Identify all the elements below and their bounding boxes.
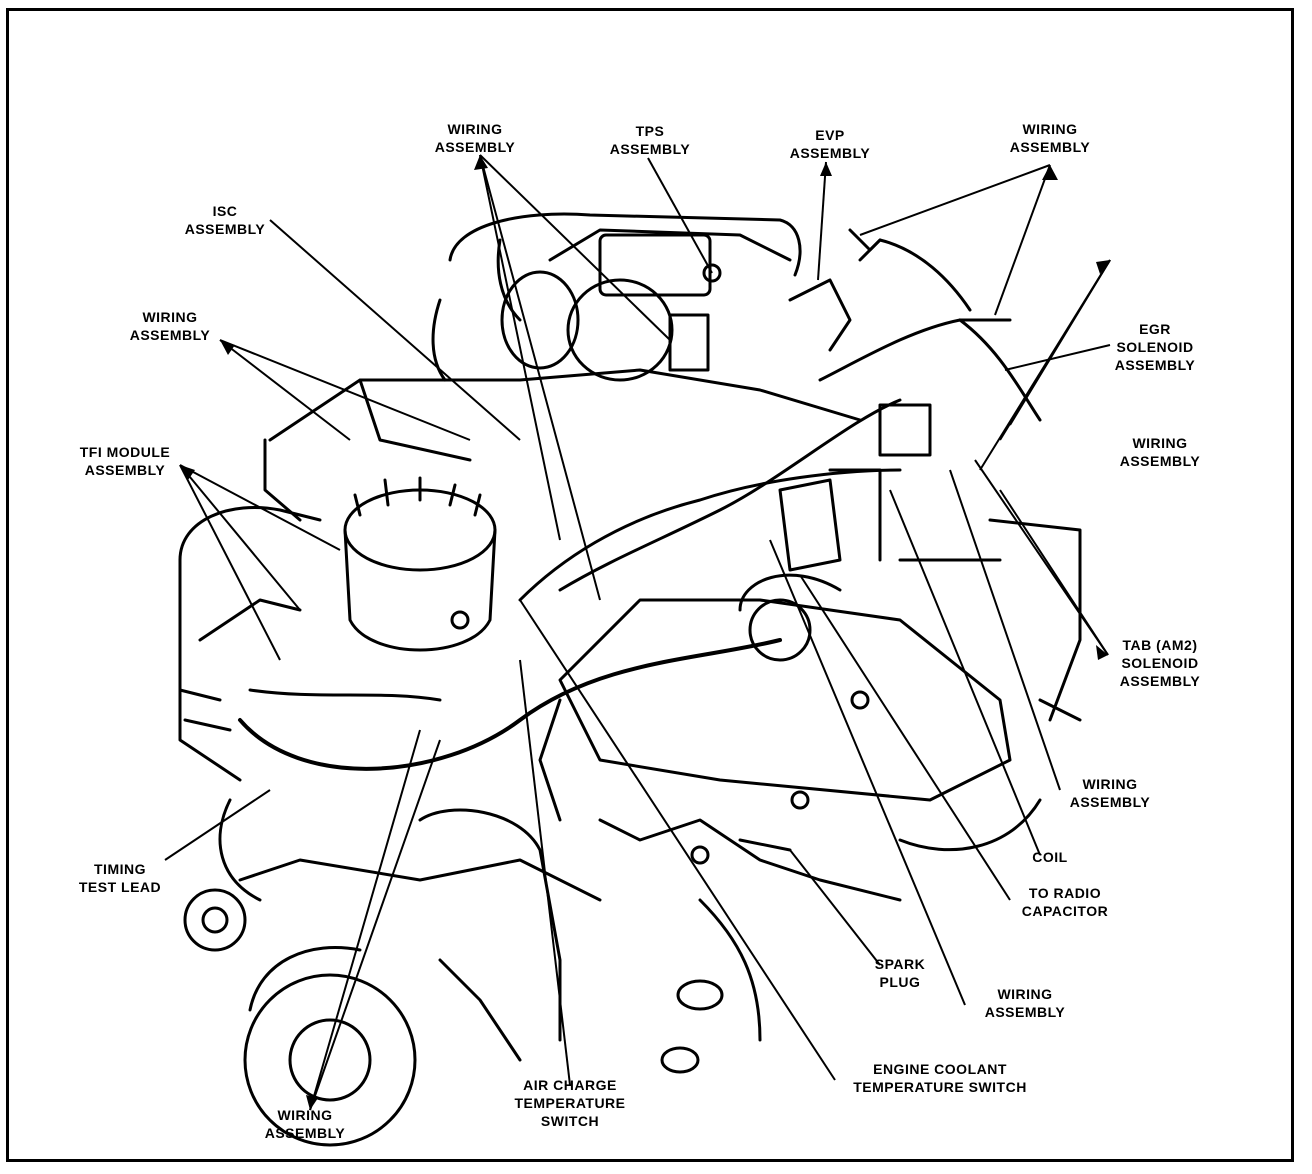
label-line: COIL [1032, 849, 1068, 865]
label-line: ASSEMBLY [1119, 453, 1201, 469]
label-timing-test-lead: TIMING TEST LEAD [65, 860, 175, 896]
label-line: ASSEMBLY [84, 462, 166, 478]
label-line: PLUG [879, 974, 921, 990]
label-line: WIRING [447, 121, 503, 137]
label-line: SOLENOID [1121, 655, 1199, 671]
label-line: SOLENOID [1116, 339, 1194, 355]
arrowheads [180, 155, 1110, 1110]
label-line: ASSEMBLY [1114, 357, 1196, 373]
label-line: ASSEMBLY [789, 145, 871, 161]
label-line: ASSEMBLY [984, 1004, 1066, 1020]
label-tps-assembly: TPS ASSEMBLY [590, 122, 710, 158]
label-wiring-assembly-right: WIRING ASSEMBLY [1100, 434, 1220, 470]
label-line: TEMPERATURE [514, 1095, 626, 1111]
label-line: ASSEMBLY [1009, 139, 1091, 155]
label-coil: COIL [1020, 848, 1080, 866]
label-wiring-assembly-top-right: WIRING ASSEMBLY [990, 120, 1110, 156]
label-line: WIRING [277, 1107, 333, 1123]
leader-lines [164, 154, 1111, 1111]
label-line: SPARK [874, 956, 926, 972]
label-engine-coolant-temperature-switch: ENGINE COOLANT TEMPERATURE SWITCH [830, 1060, 1050, 1096]
label-line: ASSEMBLY [609, 141, 691, 157]
label-line: AIR CHARGE [523, 1077, 617, 1093]
label-tab-solenoid-assembly: TAB (AM2) SOLENOID ASSEMBLY [1095, 636, 1225, 690]
label-line: ASSEMBLY [434, 139, 516, 155]
label-tfi-module-assembly: TFI MODULE ASSEMBLY [55, 443, 195, 479]
label-line: ASSEMBLY [264, 1125, 346, 1141]
label-to-radio-capacitor: TO RADIO CAPACITOR [1005, 884, 1125, 920]
label-wiring-assembly-left: WIRING ASSEMBLY [110, 308, 230, 344]
label-line: WIRING [142, 309, 198, 325]
label-line: WIRING [997, 986, 1053, 1002]
label-line: TFI MODULE [79, 444, 171, 460]
label-line: WIRING [1082, 776, 1138, 792]
label-line: TPS [635, 123, 665, 139]
label-line: TEMPERATURE SWITCH [853, 1079, 1027, 1095]
label-line: ASSEMBLY [184, 221, 266, 237]
label-line: EVP [815, 127, 845, 143]
label-line: TIMING [94, 861, 146, 877]
label-egr-solenoid-assembly: EGR SOLENOID ASSEMBLY [1090, 320, 1220, 374]
label-line: ASSEMBLY [129, 327, 211, 343]
label-line: TEST LEAD [78, 879, 162, 895]
label-line: TAB (AM2) [1122, 637, 1198, 653]
label-line: WIRING [1022, 121, 1078, 137]
label-isc-assembly: ISC ASSEMBLY [170, 202, 280, 238]
engine-illustration [178, 212, 1082, 1147]
label-line: ISC [212, 203, 238, 219]
label-wiring-assembly-bottom-left: WIRING ASSEMBLY [245, 1106, 365, 1142]
label-line: ASSEMBLY [1119, 673, 1201, 689]
label-wiring-assembly-bottom-right: WIRING ASSEMBLY [965, 985, 1085, 1021]
label-line: ENGINE COOLANT [873, 1061, 1007, 1077]
label-line: ASSEMBLY [1069, 794, 1151, 810]
label-air-charge-temperature-switch: AIR CHARGE TEMPERATURE SWITCH [500, 1076, 640, 1130]
label-line: SWITCH [540, 1113, 600, 1129]
label-evp-assembly: EVP ASSEMBLY [770, 126, 890, 162]
label-line: WIRING [1132, 435, 1188, 451]
label-spark-plug: SPARK PLUG [860, 955, 940, 991]
label-wiring-assembly-top: WIRING ASSEMBLY [400, 120, 550, 156]
label-wiring-assembly-lower-right: WIRING ASSEMBLY [1050, 775, 1170, 811]
label-line: CAPACITOR [1021, 903, 1109, 919]
label-line: EGR [1139, 321, 1171, 337]
label-line: TO RADIO [1028, 885, 1102, 901]
